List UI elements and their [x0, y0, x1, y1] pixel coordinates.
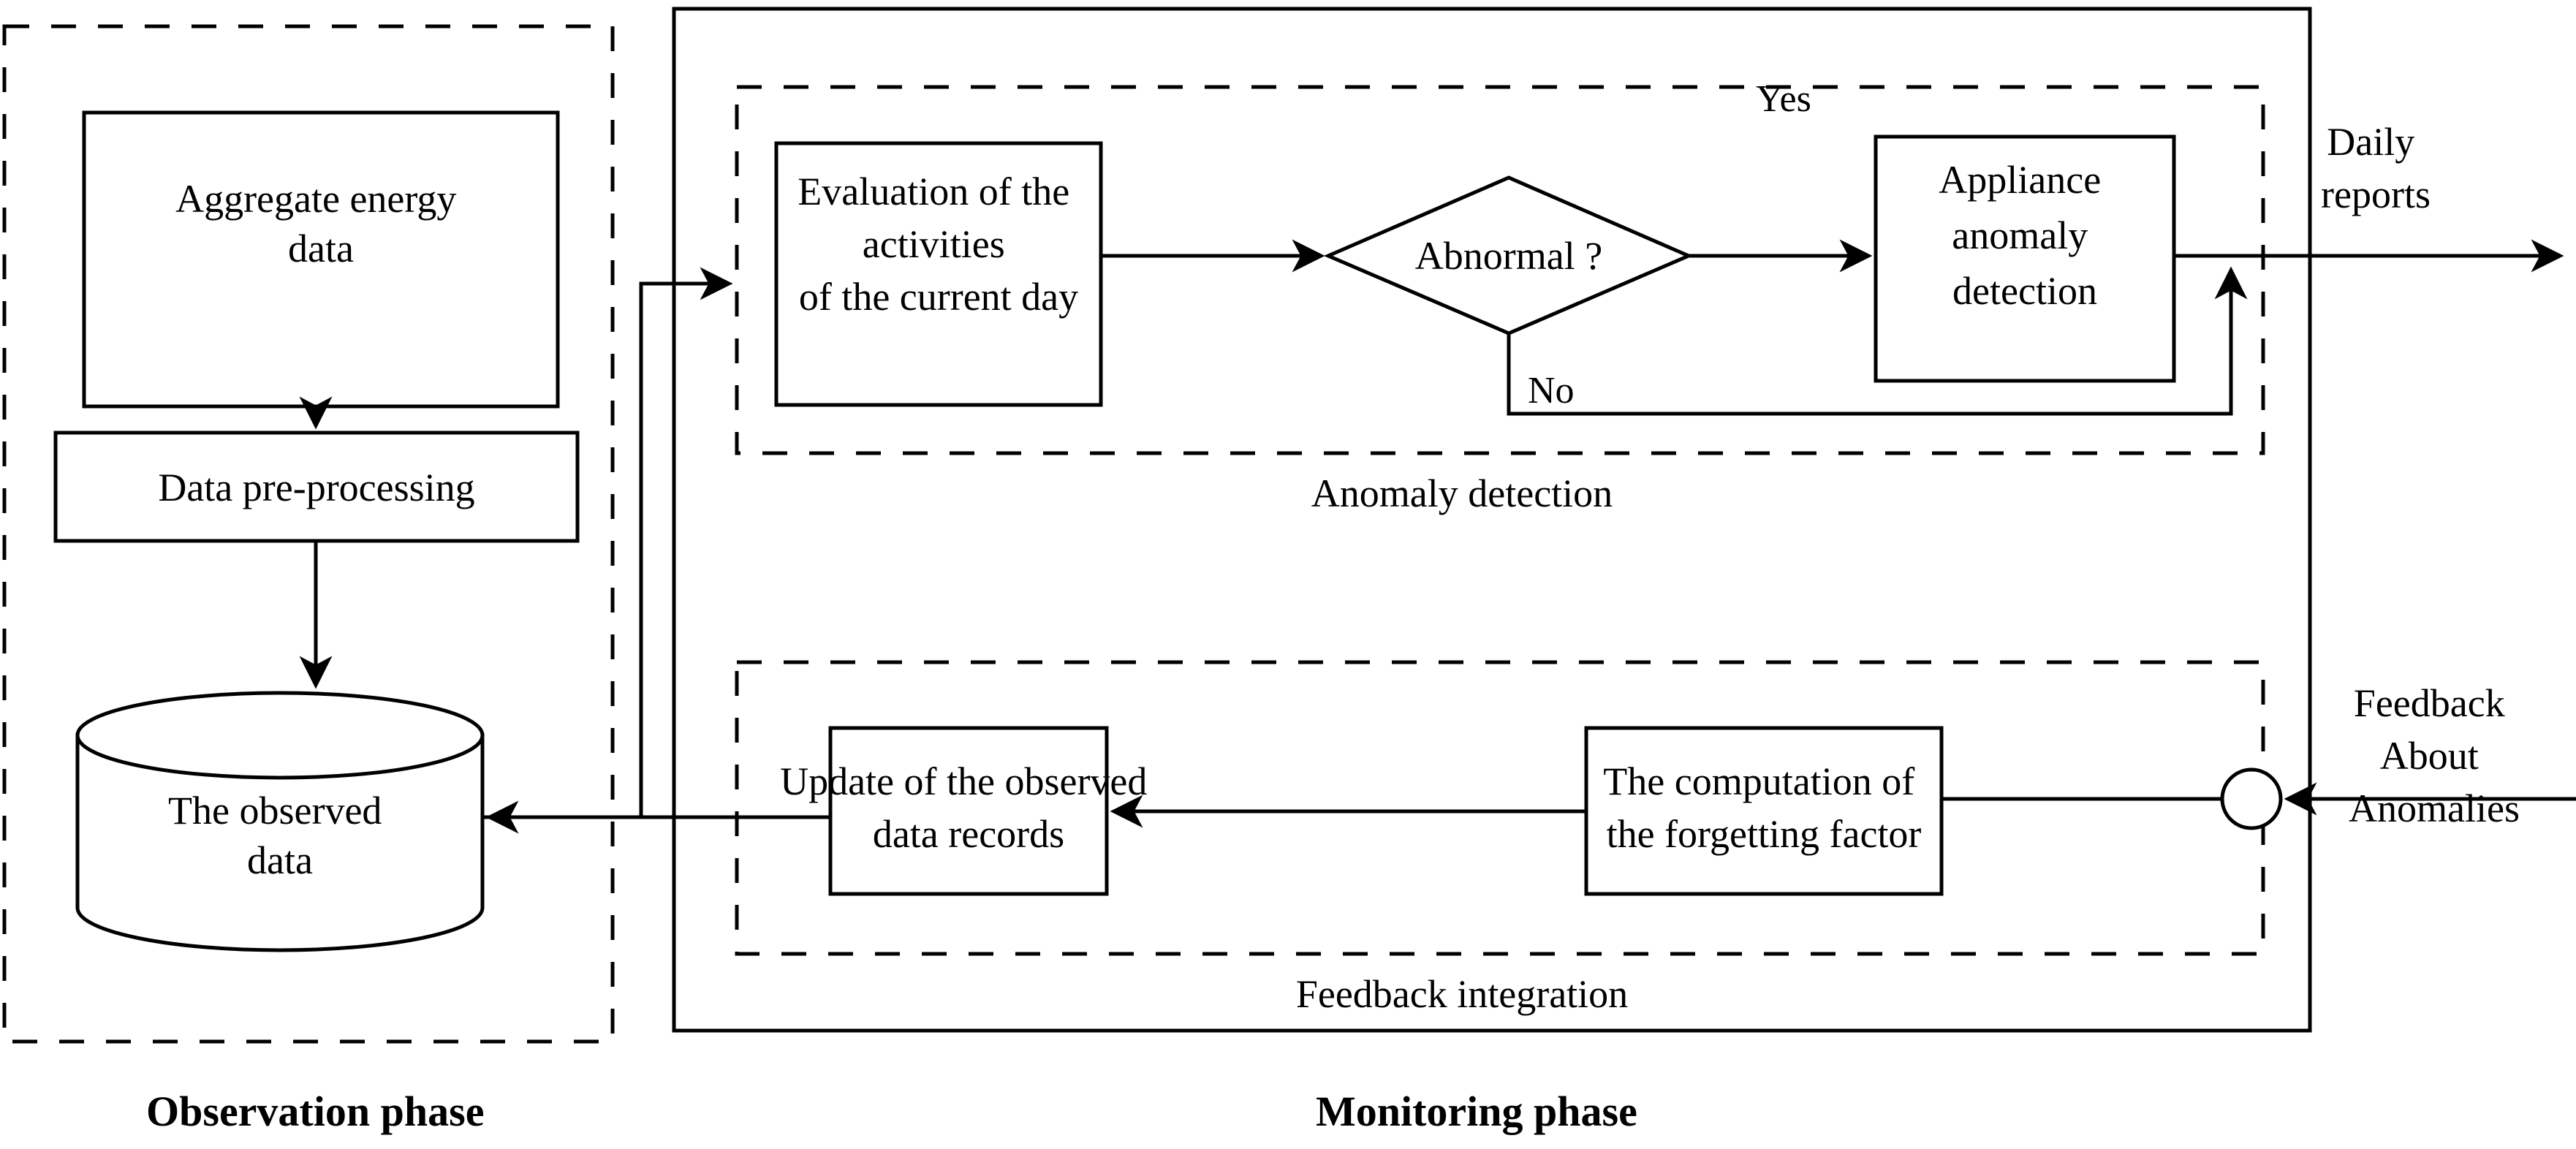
edge-abnormal-no-to-output [1507, 266, 2248, 416]
phase-label-observation: Observation phase [146, 1088, 484, 1135]
node-label-forgetting-factor: The computation of the forgetting factor [1603, 759, 1924, 856]
node-label-abnormal-decision: Abnormal ? [1415, 234, 1602, 278]
node-the-observed-data[interactable] [75, 691, 485, 952]
node-forgetting-factor[interactable] [1584, 726, 1944, 896]
node-evaluation-of-activities[interactable] [774, 141, 1103, 407]
node-update-observed-records[interactable] [828, 726, 1109, 896]
edge-label-no: No [1528, 370, 1575, 412]
monitoring-phase-container [672, 7, 2312, 1033]
phase-label-monitoring: Monitoring phase [1316, 1088, 1637, 1135]
observation-phase-container [2, 24, 615, 1044]
node-label-aggregate-energy-data: Aggregate energy data [175, 177, 466, 270]
node-label-update-observed-records: Update of the observed data records [780, 759, 1157, 856]
node-label-data-pre-processing: Data pre-processing [158, 466, 474, 509]
node-label-evaluation-of-activities: Evaluation of the activities of the curr… [798, 170, 1079, 319]
edge-label-yes: Yes [1756, 78, 1811, 120]
anomaly-detection-group [735, 85, 2265, 455]
node-aggregate-energy-data[interactable] [82, 110, 560, 409]
node-label-the-observed-data: The observed data [168, 789, 392, 882]
node-appliance-anomaly-detection[interactable] [1874, 134, 2176, 383]
group-label-anomaly-detection: Anomaly detection [1311, 471, 1613, 515]
node-feedback-junction[interactable] [2220, 767, 2283, 830]
node-label-appliance-anomaly-detection: Appliance anomaly detection [1939, 158, 2110, 313]
io-label-daily-reports: Daily reports [2321, 120, 2431, 216]
feedback-integration-group [735, 660, 2265, 956]
io-label-feedback-about-anomalies: Feedback About Anomalies [2349, 681, 2520, 830]
group-label-feedback-integration: Feedback integration [1296, 972, 1628, 1016]
node-data-pre-processing[interactable] [53, 431, 580, 543]
